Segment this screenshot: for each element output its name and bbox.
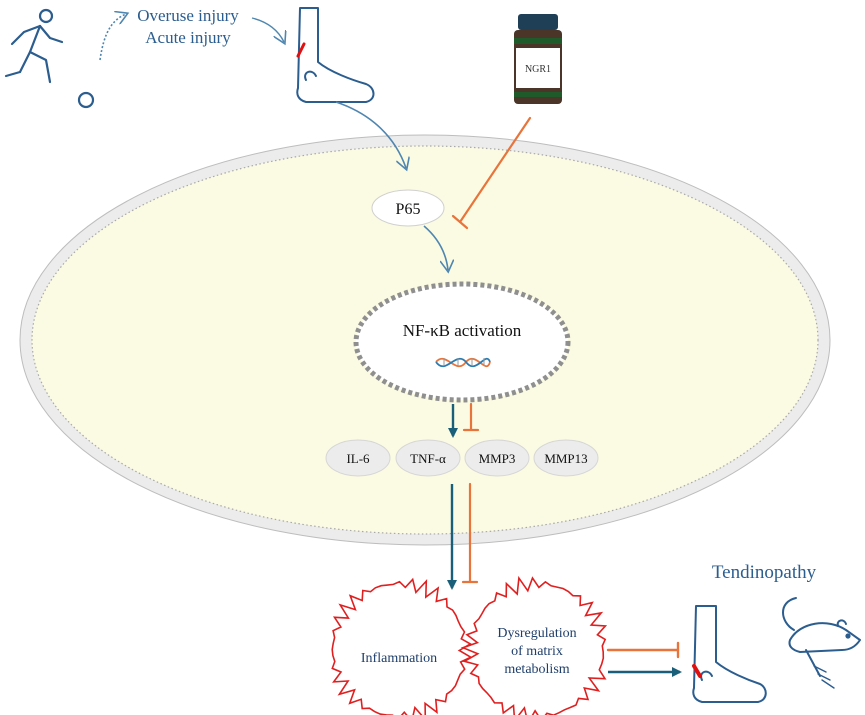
cytokine-mmp3 [464,439,530,477]
inflammation-label: Inflammation [361,651,437,666]
ngr1-label: NGR1 [525,64,551,75]
dysregulation-label-2: of matrix [511,644,563,659]
outcome-tendinopathy-inhibition [606,641,680,659]
cytokine-il6-label: IL-6 [346,451,370,466]
tendinopathy-title: Tendinopathy [712,562,817,583]
nfkb-label: NF-κB activation [403,321,522,340]
p65-node [371,189,445,227]
running-person-icon [4,8,95,109]
medicine-bottle-icon [514,14,562,104]
injury-line-1: Overuse injury [137,6,239,25]
dysregulation-label-1: Dysregulation [497,626,576,641]
rat-model-icon [782,597,861,689]
dysregulation-label-3: metabolism [504,662,569,677]
cytokine-il6 [325,439,391,477]
p65-label: P65 [396,201,421,218]
foot-to-p65-arrow [335,101,406,168]
cytokine-mmp3-label: MMP3 [479,451,516,466]
cytokine-mmp13-label: MMP13 [544,451,587,466]
injury-curve-arrow [99,14,126,61]
tendinopathy-foot-icon [692,605,767,703]
ngr1-inhibition [451,116,532,230]
cytokine-row: IL-6 TNF-α MMP3 MMP13 [325,439,599,477]
cytokine-tnf [395,439,461,477]
dysregulation-starburst [460,575,608,715]
inflammation-starburst [331,577,473,715]
cytokines-outcomes-inhibition [461,482,479,584]
injury-line-2: Acute injury [145,28,231,47]
dna-helix-icon [435,358,491,368]
nfkb-node [353,281,571,403]
cytokine-mmp13 [533,439,599,477]
nfkb-cytokines-inhibition [462,402,480,432]
text-to-foot-arrow [251,17,284,42]
injured-foot-icon [296,7,375,103]
p65-to-nfkb-arrow [423,225,448,270]
cytokine-tnf-label: TNF-α [410,451,446,466]
